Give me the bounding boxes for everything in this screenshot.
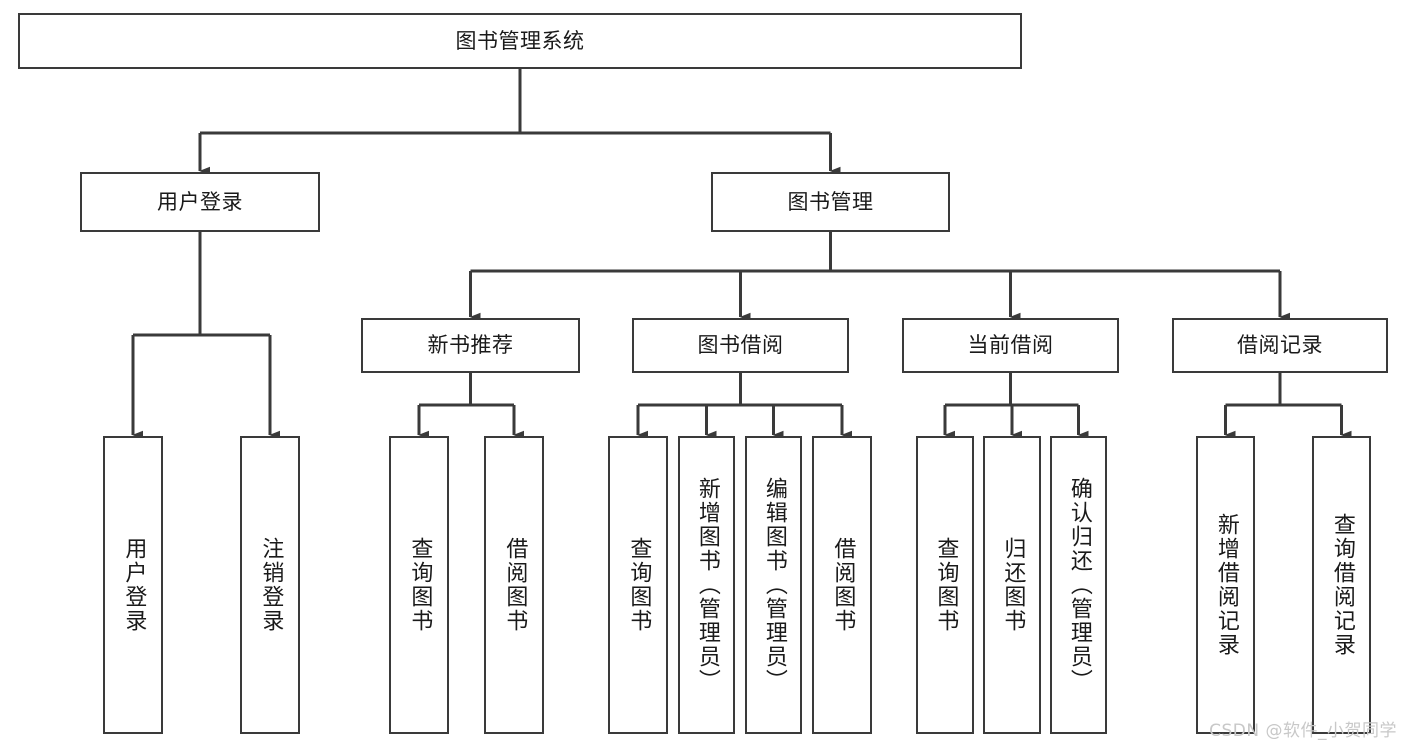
node-user-login[interactable]: 用户登录 xyxy=(80,172,320,232)
node-book-manage-label: 图书管理 xyxy=(787,189,874,214)
leaf-borrow-do-borrow-label: 借阅图书 xyxy=(830,537,856,633)
leaf-user-logout[interactable]: 注销登录 xyxy=(240,436,300,734)
node-book-borrow-label: 图书借阅 xyxy=(697,333,784,358)
leaf-recommend-query-book-label: 查询图书 xyxy=(407,537,433,633)
leaf-current-confirm-return-label: 确认归还（管理员） xyxy=(1066,477,1092,693)
leaf-borrow-add-book-label: 新增图书（管理员） xyxy=(694,477,720,693)
leaf-borrow-do-borrow[interactable]: 借阅图书 xyxy=(812,436,872,734)
leaf-current-query-book[interactable]: 查询图书 xyxy=(916,436,974,734)
leaf-record-add[interactable]: 新增借阅记录 xyxy=(1196,436,1255,734)
node-borrow-record-label: 借阅记录 xyxy=(1237,333,1323,358)
node-current-borrow-label: 当前借阅 xyxy=(967,333,1054,358)
leaf-borrow-query-book[interactable]: 查询图书 xyxy=(608,436,668,734)
leaf-current-return-book[interactable]: 归还图书 xyxy=(983,436,1041,734)
leaf-current-return-book-label: 归还图书 xyxy=(1000,537,1026,633)
node-root-label: 图书管理系统 xyxy=(455,28,585,53)
node-book-borrow[interactable]: 图书借阅 xyxy=(632,318,849,373)
node-book-manage[interactable]: 图书管理 xyxy=(711,172,950,232)
node-current-borrow[interactable]: 当前借阅 xyxy=(902,318,1119,373)
leaf-record-add-label: 新增借阅记录 xyxy=(1213,513,1239,657)
leaf-recommend-query-book[interactable]: 查询图书 xyxy=(389,436,449,734)
leaf-borrow-query-book-label: 查询图书 xyxy=(626,537,652,633)
leaf-borrow-add-book[interactable]: 新增图书（管理员） xyxy=(678,436,735,734)
leaf-user-login-label: 用户登录 xyxy=(121,537,147,633)
leaf-current-query-book-label: 查询图书 xyxy=(933,537,959,633)
leaf-record-query[interactable]: 查询借阅记录 xyxy=(1312,436,1371,734)
node-user-login-label: 用户登录 xyxy=(157,189,243,214)
leaf-borrow-edit-book-label: 编辑图书（管理员） xyxy=(761,477,787,693)
leaf-user-logout-label: 注销登录 xyxy=(258,537,284,633)
leaf-recommend-borrow-book-label: 借阅图书 xyxy=(502,537,528,633)
leaf-record-query-label: 查询借阅记录 xyxy=(1329,513,1355,657)
node-new-book-recommend-label: 新书推荐 xyxy=(427,333,514,358)
leaf-borrow-edit-book[interactable]: 编辑图书（管理员） xyxy=(745,436,802,734)
node-root[interactable]: 图书管理系统 xyxy=(18,13,1022,69)
leaf-recommend-borrow-book[interactable]: 借阅图书 xyxy=(484,436,544,734)
leaf-user-login[interactable]: 用户登录 xyxy=(103,436,163,734)
node-borrow-record[interactable]: 借阅记录 xyxy=(1172,318,1388,373)
leaf-current-confirm-return[interactable]: 确认归还（管理员） xyxy=(1050,436,1107,734)
csdn-watermark: CSDN @软件_小贺同学 xyxy=(1209,721,1397,741)
node-new-book-recommend[interactable]: 新书推荐 xyxy=(361,318,580,373)
